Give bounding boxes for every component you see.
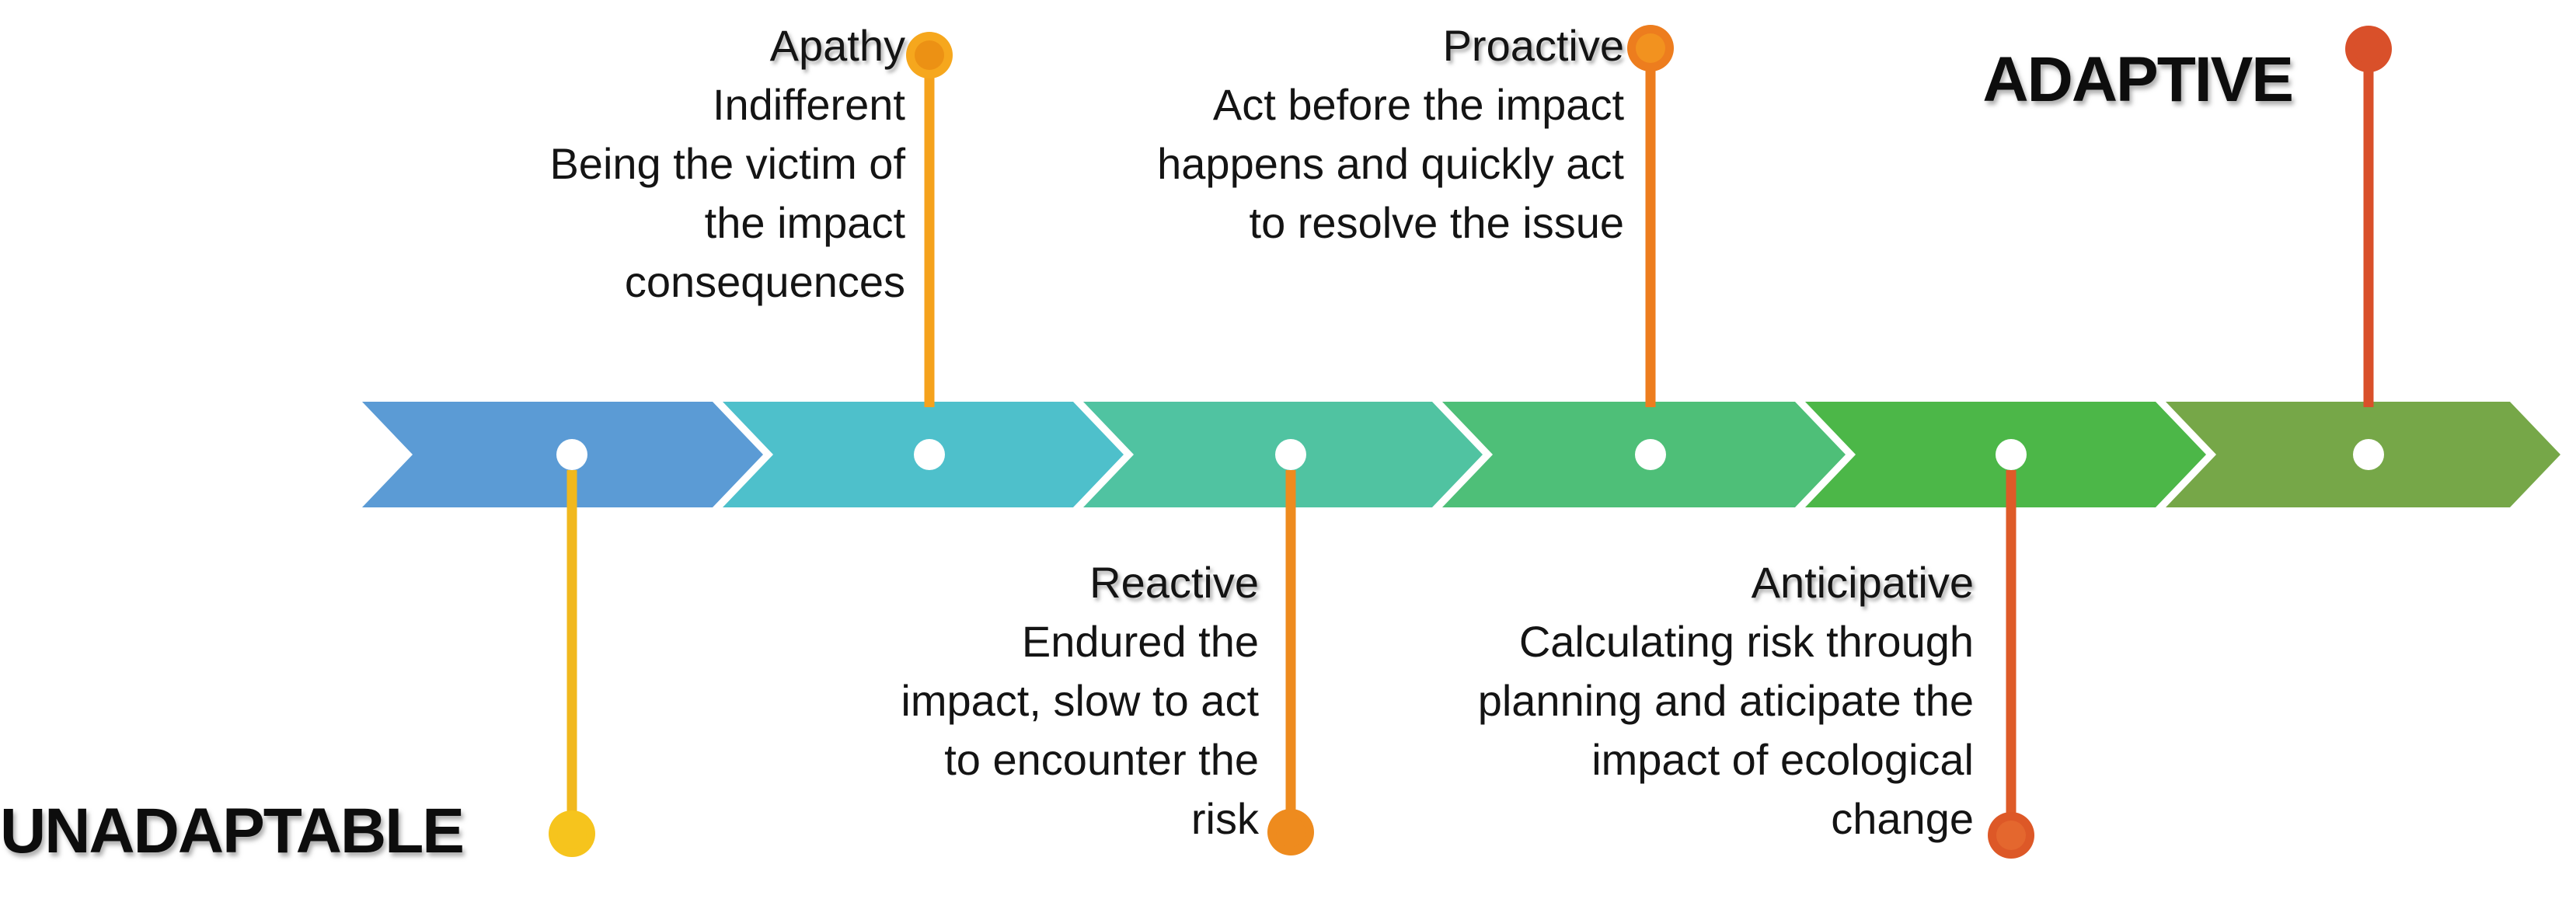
callout-title-reactive: Reactive (1089, 558, 1259, 607)
endpoint-dot-adaptive-inner (2354, 34, 2383, 64)
band-node-dot-3 (1275, 439, 1306, 470)
endpoint-dot-anticipative-inner (1996, 821, 2026, 850)
callout-reactive: Reactive Endured the impact, slow to act… (715, 553, 1259, 848)
callout-line: impact of ecological (1591, 735, 1974, 784)
callout-line: happens and quickly act (1157, 139, 1624, 188)
band-node-dot-2 (914, 439, 945, 470)
callout-line: Endured the (1021, 617, 1259, 666)
callout-apathy: Apathy Indifferent Being the victim of t… (361, 16, 905, 312)
callout-line: impact, slow to act (901, 676, 1259, 725)
callout-line: to encounter the (944, 735, 1259, 784)
callout-title-anticipative: Anticipative (1751, 558, 1974, 607)
callout-line: Indifferent (712, 80, 905, 129)
label-unadaptable: UNADAPTABLE (0, 796, 465, 866)
callout-line: Being the victim of (549, 139, 905, 188)
endpoint-dot-unadaptable-inner (557, 819, 587, 848)
band-node-dot-1 (556, 439, 587, 470)
callout-line: to resolve the issue (1249, 198, 1624, 247)
callout-proactive: Proactive Act before the impact happens … (1002, 16, 1624, 253)
endpoint-dot-apathy-inner (915, 40, 944, 70)
callout-line: Act before the impact (1212, 80, 1624, 129)
band-node-dot-4 (1635, 439, 1666, 470)
callout-line: risk (1190, 794, 1259, 843)
callout-line: change (1831, 794, 1974, 843)
callout-anticipative: Anticipative Calculating risk through pl… (1352, 553, 1974, 848)
band-node-dot-6 (2353, 439, 2384, 470)
callout-line: consequences (624, 257, 905, 306)
callout-line: planning and aticipate the (1477, 676, 1974, 725)
callout-title-apathy: Apathy (769, 21, 905, 70)
callout-line: the impact (704, 198, 905, 247)
callout-title-proactive: Proactive (1442, 21, 1624, 70)
label-adaptive: ADAPTIVE (1982, 44, 2294, 115)
band-node-dot-5 (1996, 439, 2027, 470)
endpoint-dot-proactive-inner (1636, 33, 1665, 63)
callout-line: Calculating risk through (1518, 617, 1974, 666)
endpoint-dot-reactive-inner (1276, 817, 1305, 847)
